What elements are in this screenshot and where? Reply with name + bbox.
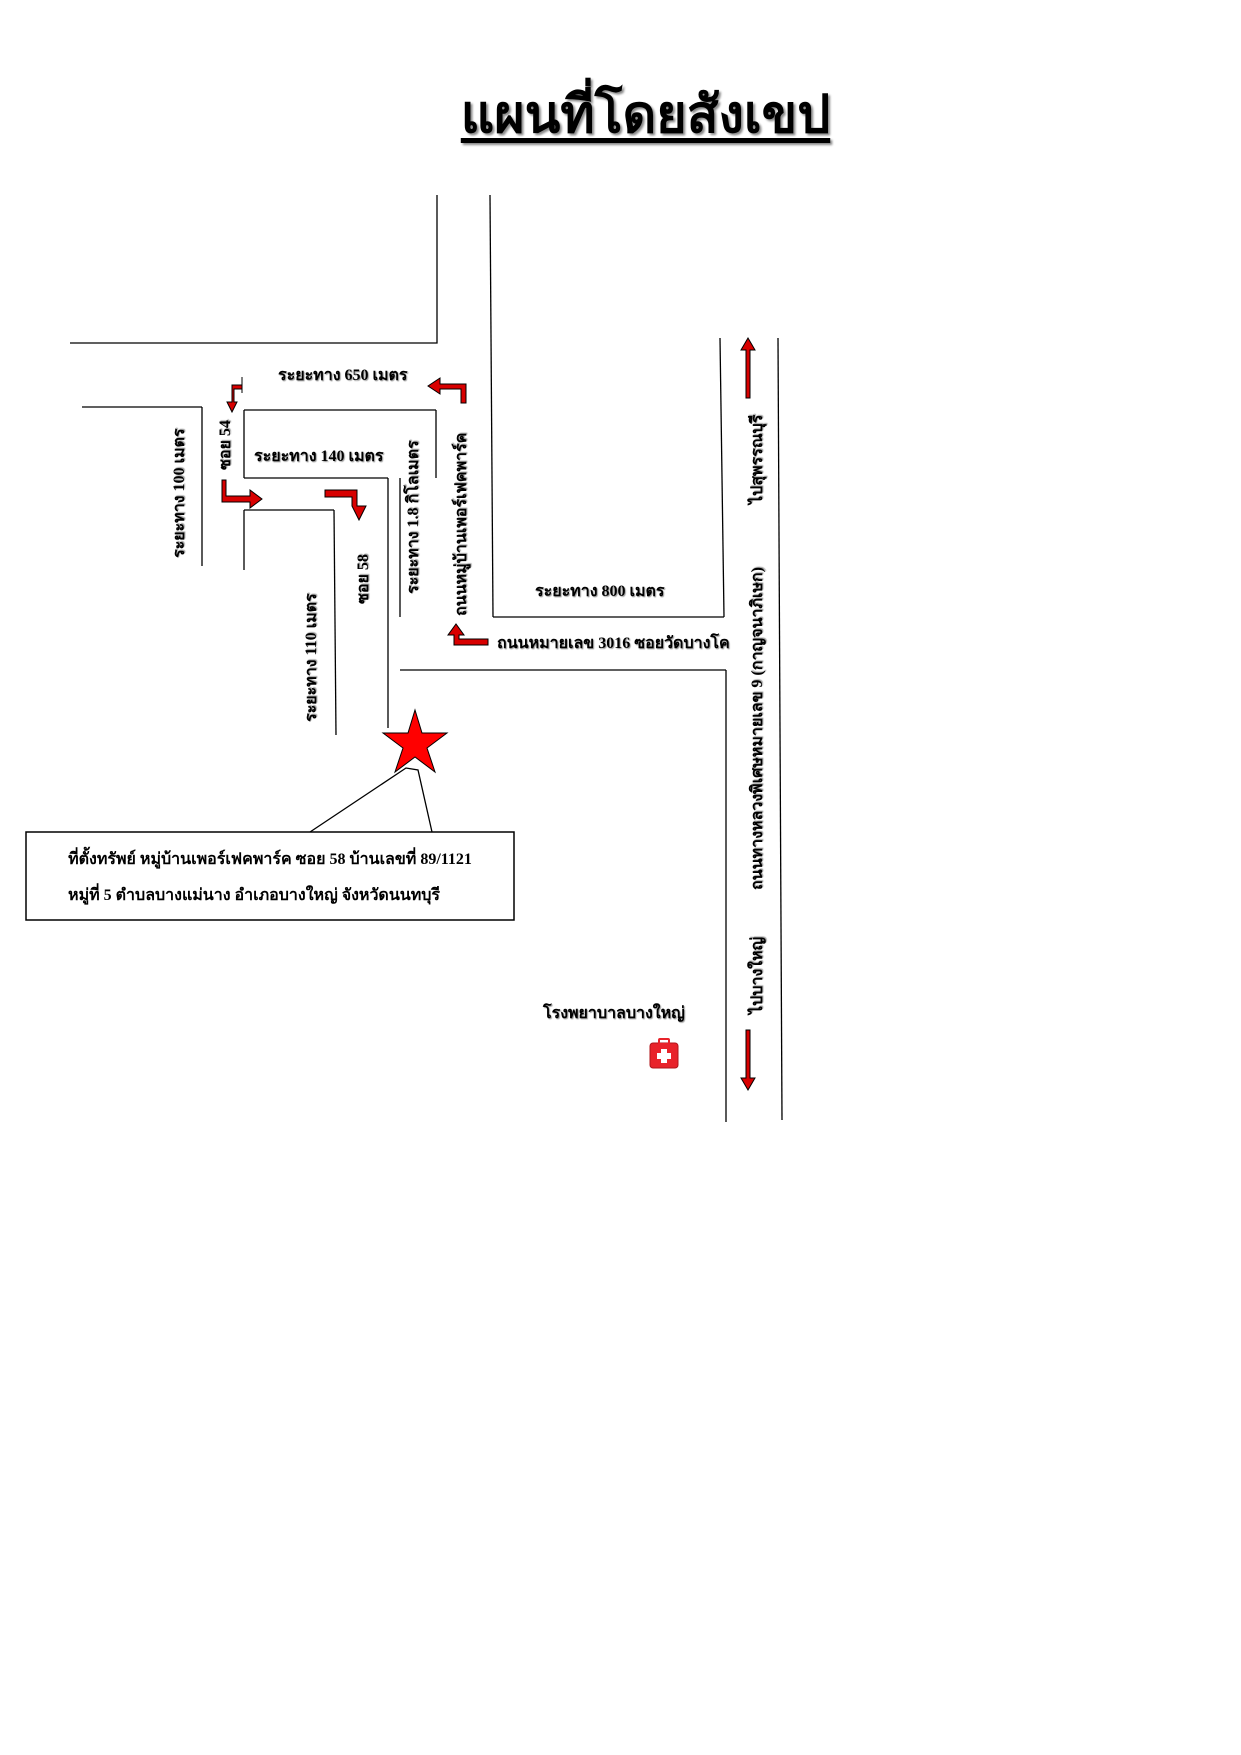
to-suphanburi-label: ไปสุพรรณบุรี [747, 414, 767, 506]
distance-110-label: ระยะทาง 110 เมตร [303, 593, 320, 722]
callout-pointer [309, 767, 433, 833]
soi-54-label: ซอย 54 [217, 420, 234, 470]
distance-140-label: ระยะทาง 140 เมตร [254, 448, 384, 465]
distance-1-8km-label: ระยะทาง 1.8 กิโลเมตร [402, 440, 422, 594]
route-arrows [221, 337, 756, 1091]
distance-650-label: ระยะทาง 650 เมตร [278, 367, 408, 384]
arrow-right-icon [221, 479, 263, 509]
arrow-down-icon [740, 1029, 756, 1091]
road-3016-label: ถนนหมายเลข 3016 ซอยวัดบางโค [497, 632, 730, 652]
page-title: แผนที่โดยสังเขป [460, 84, 831, 145]
arrow-down-icon [324, 489, 367, 522]
road-top-left [70, 195, 438, 344]
road-village-right [489, 194, 494, 618]
star-icon [381, 708, 449, 774]
arrow-up-icon [740, 337, 756, 399]
highway-left-edge [719, 337, 725, 618]
roads [70, 194, 783, 1122]
hospital-label: โรงพยาบาลบางใหญ่ [542, 1002, 685, 1023]
village-road-label: ถนนหมู่บ้านเพอร์เฟคพาร์ค [451, 433, 472, 616]
highway-9-label: ถนนทางหลวงพิเศษหมายเลข 9 (กาญจนาภิเษก) [748, 567, 767, 890]
to-bangyai-label: ไปบางใหญ่ [747, 937, 767, 1016]
first-aid-kit-icon [649, 1038, 679, 1069]
arrow-up-icon [447, 623, 489, 646]
highway-right-edge [777, 337, 783, 1121]
arrow-left-icon [427, 377, 467, 404]
distance-800-label: ระยะทาง 800 เมตร [535, 583, 665, 600]
road-soi-58-inner [333, 509, 337, 736]
location-line-2: หมู่ที่ 5 ตำบลบางแม่นาง อำเภอบางใหญ่ จัง… [68, 883, 440, 906]
arrow-down-icon [226, 377, 243, 414]
distance-100-label: ระยะทาง 100 เมตร [171, 428, 188, 558]
soi-58-label: ซอย 58 [355, 554, 372, 604]
location-box [25, 831, 515, 921]
